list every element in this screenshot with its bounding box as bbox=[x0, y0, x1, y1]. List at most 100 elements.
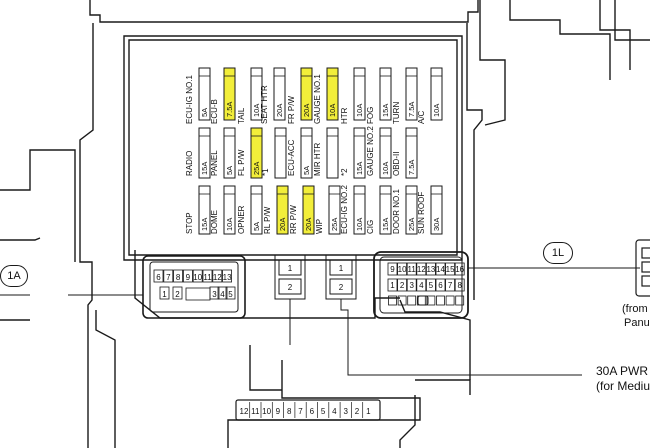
connector-1l-pin-cell bbox=[425, 262, 436, 276]
relay-b-pin: 1 bbox=[339, 264, 344, 273]
connector-1l-blank-cell bbox=[388, 295, 397, 306]
fuse-slot: MIR HTR bbox=[313, 127, 339, 179]
fuse-name: GAUGE NO.2 bbox=[366, 126, 375, 176]
fuse-slot: *1 bbox=[261, 127, 287, 179]
connector-1l-blank-cell bbox=[426, 295, 436, 306]
fuse-name: FR P/W bbox=[287, 96, 296, 124]
fuse-amp: 10A bbox=[381, 162, 390, 175]
connector-1l-blank-cell bbox=[436, 295, 445, 306]
connector-1l-pin: 10 bbox=[398, 265, 407, 274]
connector-1l-pin-cell bbox=[387, 278, 398, 292]
bottom-connector-pin: 12 bbox=[240, 407, 249, 416]
bottom-connector-pin: 7 bbox=[298, 407, 303, 416]
connector-1l-pin-cell bbox=[406, 262, 417, 276]
connector-1a-pin-cell bbox=[172, 286, 183, 300]
connector-1a-pin-cell bbox=[217, 286, 228, 300]
connector-1a-pin: 4 bbox=[220, 290, 225, 299]
fuse-body bbox=[328, 185, 341, 235]
fuse-amp: 15A bbox=[381, 218, 390, 231]
connector-1l-pin-cell bbox=[435, 278, 446, 292]
fuse-amp: 15A bbox=[200, 218, 209, 231]
relay-socket-a: 1 2 bbox=[274, 254, 306, 345]
connector-1l-pin-cell bbox=[454, 262, 465, 276]
bottom-connector-pin: 2 bbox=[355, 407, 360, 416]
connector-1a-pin: 10 bbox=[193, 273, 202, 282]
connector-1l-pin-cell bbox=[387, 262, 398, 276]
fuse-name: WIP bbox=[315, 219, 324, 234]
connector-1a-pin-cell bbox=[222, 269, 233, 283]
fuse-body bbox=[379, 185, 392, 235]
connector-1l-pin-cell bbox=[397, 262, 408, 276]
fuse-name: RR P/W bbox=[289, 205, 298, 234]
fuse-amp: 5A bbox=[252, 222, 261, 231]
connector-1l-pin-cell bbox=[416, 278, 427, 292]
connector-1l-pin-cell bbox=[435, 262, 446, 276]
connector-1l-pin: 16 bbox=[455, 265, 464, 274]
bottom-connector-pin: 9 bbox=[276, 407, 281, 416]
fuse-name: GAUGE NO.1 bbox=[313, 74, 322, 124]
fuse-amp: 10A bbox=[355, 104, 364, 117]
connector-1l-key bbox=[417, 295, 429, 306]
fuse-name: FOG bbox=[366, 107, 375, 124]
fuse-name: DOME bbox=[210, 210, 219, 234]
from-label: (from bbox=[622, 303, 648, 315]
side-connector-partial bbox=[635, 239, 650, 297]
fuse-name: PANEL bbox=[210, 150, 219, 176]
connector-1a-pin: 1 bbox=[162, 290, 167, 299]
connector-1l-pin: 2 bbox=[400, 281, 405, 290]
fuse-body bbox=[198, 185, 211, 235]
fuse-amp: 5A bbox=[225, 166, 234, 175]
fuse-amp: 10A bbox=[252, 104, 261, 117]
relay-b-pin: 2 bbox=[339, 283, 344, 292]
fuse-name: ECU-IG NO.1 bbox=[185, 75, 194, 124]
fuse-body bbox=[300, 127, 313, 179]
fuse-name: STOP bbox=[185, 212, 194, 234]
connector-1a-pin: 8 bbox=[176, 273, 181, 282]
connector-1a-callout: 1A bbox=[0, 265, 28, 287]
connector-1l-pin: 8 bbox=[457, 281, 462, 290]
connector-1a-pin: 9 bbox=[186, 273, 191, 282]
connector-1a-pin-cell bbox=[163, 269, 174, 283]
fuse-name: MIR HTR bbox=[313, 142, 322, 176]
fuse-body bbox=[250, 67, 263, 121]
connector-1l-blank-cell bbox=[397, 295, 407, 306]
fuse-name: TAIL bbox=[237, 107, 246, 124]
fuse-body bbox=[353, 67, 366, 121]
connector-1l-pin-cell bbox=[406, 278, 417, 292]
connector-1l-pin: 14 bbox=[436, 265, 445, 274]
fuse-amp: 5A bbox=[200, 108, 209, 117]
fuse-body bbox=[405, 127, 418, 179]
fuse-slot: RADIO 15A bbox=[185, 127, 211, 179]
fuse-amp: 20A bbox=[304, 218, 313, 231]
fuse-amp: 15A bbox=[200, 162, 209, 175]
fuse-name: OBD-II bbox=[392, 152, 401, 176]
connector-1l-pin-cell bbox=[445, 278, 456, 292]
fuse-amp: 25A bbox=[252, 162, 261, 175]
fuse-slot: GAUGE NO.2 10A bbox=[366, 126, 392, 179]
fuse-name: RADIO bbox=[185, 151, 194, 176]
connector-1l-pin-cell bbox=[425, 278, 436, 292]
fuse-slot: ECU-IG NO.1 5A bbox=[185, 67, 211, 124]
connector-1l-pin-cell bbox=[397, 278, 408, 292]
connector-1a-pin: 6 bbox=[156, 273, 161, 282]
fuse-slot: RR P/W 20A bbox=[289, 185, 315, 235]
fuse-body bbox=[405, 67, 418, 121]
fuse-body bbox=[353, 185, 366, 235]
connector-1l-pin: 11 bbox=[408, 265, 417, 274]
connector-1l-pin: 15 bbox=[446, 265, 455, 274]
fuse-body bbox=[274, 127, 287, 179]
fuse-name: ECU-B bbox=[210, 99, 219, 124]
bottom-connector-pin: 10 bbox=[262, 407, 271, 416]
fuse-slot: STOP 15A bbox=[185, 185, 211, 235]
pwr-label: 30A PWR bbox=[596, 364, 649, 378]
